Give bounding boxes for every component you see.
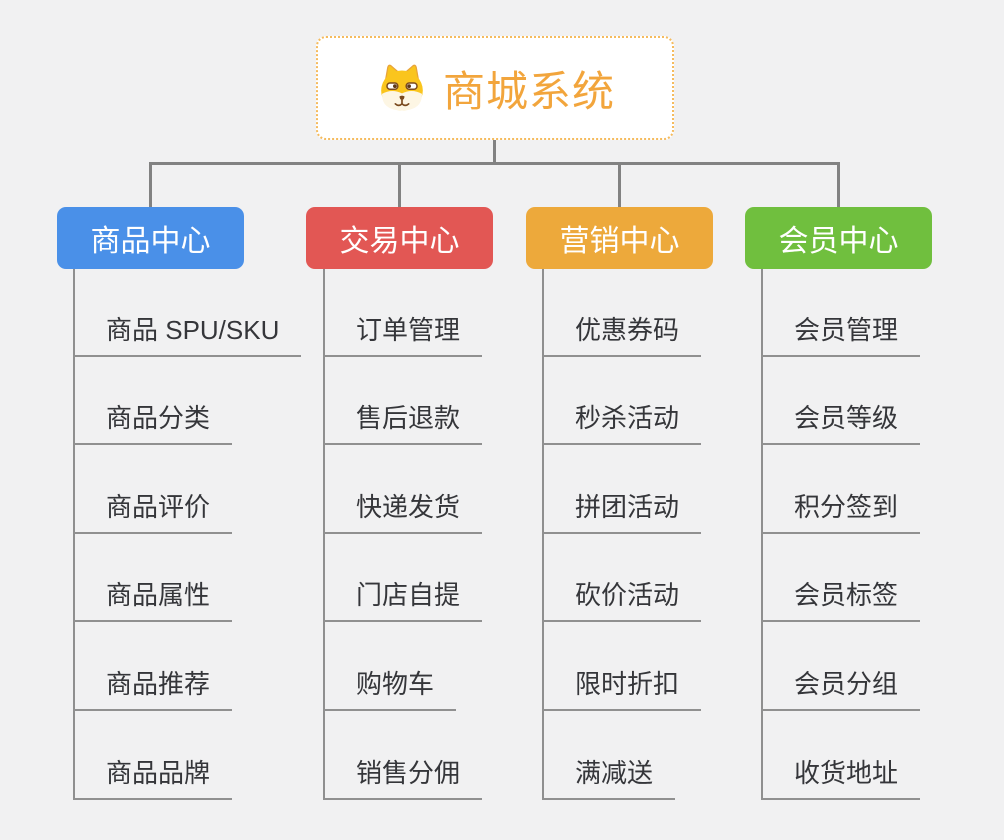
branch-spine-member — [761, 269, 763, 799]
list-item[interactable]: 销售分佣 — [323, 711, 483, 800]
list-item[interactable]: 商品评价 — [73, 445, 233, 534]
connector-horizontal — [149, 162, 840, 165]
list-item[interactable]: 商品品牌 — [73, 711, 233, 800]
list-item[interactable]: 商品属性 — [73, 534, 233, 623]
connector-drop-2 — [398, 165, 401, 207]
branch-node-member[interactable]: 会员中心 — [745, 207, 932, 269]
list-item[interactable]: 会员标签 — [761, 534, 921, 623]
connector-root-stub — [493, 140, 496, 164]
list-item[interactable]: 满减送 — [542, 711, 676, 800]
list-item[interactable]: 积分签到 — [761, 445, 921, 534]
connector-drop-3 — [618, 165, 621, 207]
branch-spine-marketing — [542, 269, 544, 799]
list-item[interactable]: 秒杀活动 — [542, 357, 702, 446]
root-node[interactable]: 商城系统 — [316, 36, 674, 140]
list-item[interactable]: 砍价活动 — [542, 534, 702, 623]
branch-items-trade: 订单管理 售后退款 快递发货 门店自提 购物车 销售分佣 — [323, 268, 483, 800]
list-item[interactable]: 会员等级 — [761, 357, 921, 446]
list-item[interactable]: 商品推荐 — [73, 622, 233, 711]
list-item[interactable]: 订单管理 — [323, 268, 483, 357]
list-item[interactable]: 优惠券码 — [542, 268, 702, 357]
list-item[interactable]: 门店自提 — [323, 534, 483, 623]
list-item[interactable]: 限时折扣 — [542, 622, 702, 711]
connector-drop-4 — [837, 165, 840, 207]
list-item[interactable]: 售后退款 — [323, 357, 483, 446]
branch-node-marketing[interactable]: 营销中心 — [526, 207, 713, 269]
branch-node-product[interactable]: 商品中心 — [57, 207, 244, 269]
list-item[interactable]: 商品分类 — [73, 357, 233, 446]
list-item[interactable]: 收货地址 — [761, 711, 921, 800]
list-item[interactable]: 快递发货 — [323, 445, 483, 534]
branch-items-product: 商品 SPU/SKU 商品分类 商品评价 商品属性 商品推荐 商品品牌 — [73, 268, 302, 800]
list-item[interactable]: 购物车 — [323, 622, 457, 711]
list-item[interactable]: 拼团活动 — [542, 445, 702, 534]
connector-drop-1 — [149, 165, 152, 207]
branch-spine-product — [73, 269, 75, 799]
branch-node-trade[interactable]: 交易中心 — [306, 207, 493, 269]
dog-icon — [375, 63, 429, 113]
list-item[interactable]: 会员管理 — [761, 268, 921, 357]
list-item[interactable]: 商品 SPU/SKU — [73, 268, 302, 357]
branch-items-marketing: 优惠券码 秒杀活动 拼团活动 砍价活动 限时折扣 满减送 — [542, 268, 702, 800]
branch-items-member: 会员管理 会员等级 积分签到 会员标签 会员分组 收货地址 — [761, 268, 921, 800]
root-title: 商城系统 — [442, 67, 615, 115]
list-item[interactable]: 会员分组 — [761, 622, 921, 711]
branch-spine-trade — [323, 269, 325, 799]
